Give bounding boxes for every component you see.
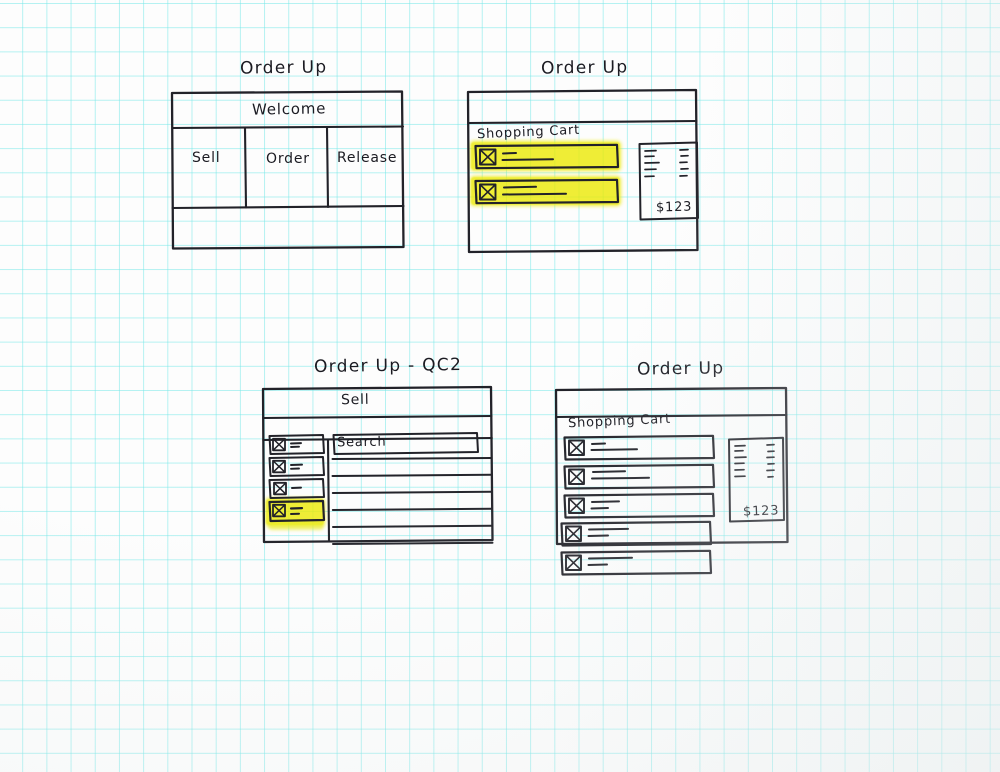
cart-five-row-1[interactable] xyxy=(563,434,716,461)
sell-qc2-header-label: Sell xyxy=(340,391,370,409)
sidebar-item-4-highlight-smear xyxy=(268,521,324,530)
sidebar-item-2[interactable] xyxy=(268,456,326,478)
wireframe-welcome-frame xyxy=(170,90,405,250)
welcome-column-release[interactable]: Release xyxy=(337,150,398,166)
wireframe-sell-qc2-frame xyxy=(261,385,494,544)
wireframe-cart-five-title: Order Up xyxy=(636,358,725,380)
cart-five-receipt-total: $123 xyxy=(742,503,780,520)
cart-two-row-2[interactable] xyxy=(474,178,620,205)
cart-two-row-1[interactable] xyxy=(474,143,620,170)
wireframe-cart-two-title: Order Up xyxy=(540,57,629,79)
cart-five-topbar xyxy=(556,390,786,416)
sell-qc2-search-input[interactable] xyxy=(332,432,480,456)
cart-two-receipt xyxy=(638,141,699,221)
cart-five-row-5-overflow[interactable] xyxy=(560,549,713,576)
sidebar-item-1[interactable] xyxy=(268,434,326,456)
wireframe-welcome-title: Order Up xyxy=(239,57,328,79)
welcome-column-order[interactable]: Order xyxy=(266,151,310,167)
wireframe-cart-five-frame xyxy=(554,386,789,546)
wireframe-cart-two-frame xyxy=(466,88,699,254)
sidebar-item-3[interactable] xyxy=(268,478,326,500)
welcome-column-sell[interactable]: Sell xyxy=(192,150,221,166)
cart-five-receipt xyxy=(728,436,785,523)
welcome-header-label: Welcome xyxy=(251,99,327,119)
cart-two-topbar xyxy=(468,92,696,122)
cart-two-receipt-total: $123 xyxy=(655,199,693,216)
sell-qc2-search-value[interactable]: Search xyxy=(336,434,387,451)
sell-qc2-result-rows[interactable] xyxy=(331,457,494,546)
cart-five-row-3[interactable] xyxy=(563,492,716,519)
wireframe-sell-qc2-title: Order Up - QC2 xyxy=(313,354,463,378)
cart-five-row-2[interactable] xyxy=(563,463,716,490)
sidebar-item-4-selected[interactable] xyxy=(268,499,326,524)
welcome-footer-region xyxy=(175,212,403,246)
cart-five-row-4[interactable] xyxy=(560,520,713,547)
